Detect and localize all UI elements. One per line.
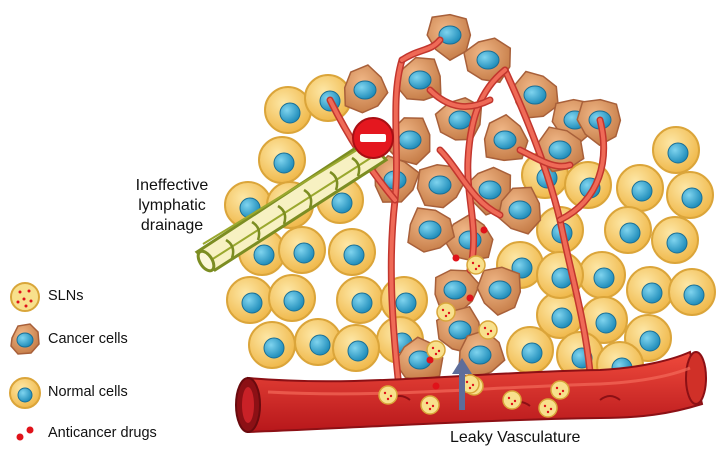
normal-cell: [626, 266, 674, 314]
lymphatic-vessel: [194, 138, 389, 273]
normal-cell: [580, 296, 628, 344]
normal-cell: [332, 324, 380, 372]
normal-cell-icon: [9, 377, 41, 409]
sln-particle: [420, 395, 440, 415]
normal-cell: [328, 228, 376, 276]
cancer-cell: [497, 186, 542, 235]
sln-particle: [502, 390, 522, 410]
drug-dot: [480, 226, 488, 234]
callout-line-2: lymphatic: [138, 197, 206, 214]
legend-label-normal-cells: Normal cells: [48, 384, 128, 400]
lymphatic-drainage-label: Ineffective lymphatic drainage: [112, 176, 232, 236]
normal-cell: [380, 276, 428, 324]
legend-label-anticancer-drugs: Anticancer drugs: [48, 425, 157, 441]
sln-particle: [538, 398, 558, 418]
drug-dot: [426, 356, 434, 364]
normal-cell: [268, 274, 316, 322]
sln-particle: [436, 302, 456, 322]
tumor-capillaries: [326, 36, 608, 382]
normal-cell: [616, 164, 664, 212]
normal-cell: [604, 206, 652, 254]
normal-cell: [264, 86, 312, 134]
drug-dot: [452, 254, 460, 262]
leaky-vasculature-label: Leaky Vasculature: [450, 429, 581, 446]
normal-cell: [226, 276, 274, 324]
no-entry-icon: [352, 117, 394, 159]
normal-cell: [294, 318, 342, 366]
normal-cell: [652, 126, 700, 174]
sln-particle: [378, 385, 398, 405]
normal-cell: [668, 268, 716, 316]
cancer-cell: [537, 126, 585, 173]
normal-cell: [258, 136, 306, 184]
extravasation-arrow: [452, 358, 472, 410]
normal-cell: [666, 171, 714, 219]
cancer-cell-icon: [10, 323, 40, 355]
drug-dots-icon: [16, 426, 34, 441]
cancer-cell: [343, 64, 389, 114]
drug-dot: [466, 294, 474, 302]
normal-cell: [248, 321, 296, 369]
drug-dot: [432, 382, 440, 390]
normal-cells: [224, 74, 716, 389]
normal-cell: [506, 326, 554, 374]
callout-line-1: Ineffective: [135, 177, 209, 194]
sln-icon: [10, 282, 40, 312]
sln-particle: [478, 320, 498, 340]
sln-particle: [550, 380, 570, 400]
normal-cell: [651, 216, 699, 264]
sln-particle: [466, 255, 486, 275]
legend-label-slns: SLNs: [48, 288, 84, 304]
cancer-cell: [407, 207, 456, 253]
normal-cell: [336, 276, 384, 324]
normal-cell: [278, 226, 326, 274]
callout-line-3: drainage: [140, 217, 204, 234]
cancer-cell: [426, 13, 472, 62]
cancer-cell: [416, 164, 466, 209]
cancer-cell: [434, 269, 481, 314]
cancer-cell: [476, 266, 522, 316]
vessel-nanoparticles: [378, 226, 570, 418]
normal-cell: [578, 251, 626, 299]
sln-particle: [426, 340, 446, 360]
legend-label-cancer-cells: Cancer cells: [48, 331, 128, 347]
